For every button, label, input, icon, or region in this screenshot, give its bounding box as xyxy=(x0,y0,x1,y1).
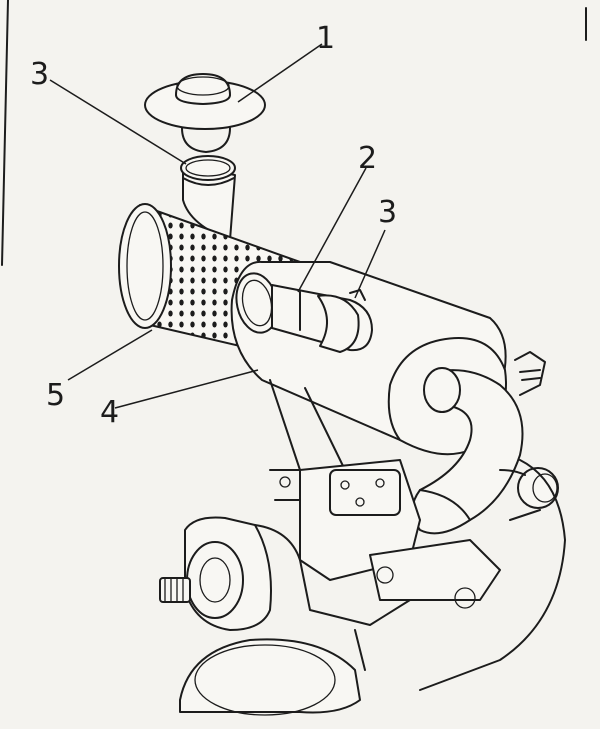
leader-4 xyxy=(114,369,259,409)
leader-3a xyxy=(49,79,187,165)
callout-1: 1 xyxy=(316,21,335,56)
pto-housing xyxy=(159,516,301,631)
filter-housing xyxy=(230,260,507,471)
callout-4: 4 xyxy=(100,395,119,430)
leader-2 xyxy=(297,167,367,293)
callout-5: 5 xyxy=(46,378,65,413)
rain-cap xyxy=(144,73,266,153)
engine-block xyxy=(269,459,566,691)
callout-3-cap-clamp: 3 xyxy=(30,57,49,92)
page-frame xyxy=(1,0,587,266)
leader-lines xyxy=(49,43,386,409)
turbocharger xyxy=(499,351,559,521)
leader-3b xyxy=(354,229,386,299)
flywheel xyxy=(179,629,366,716)
outlet-elbow-hose xyxy=(411,367,524,535)
callout-3-pipe-clamp: 3 xyxy=(378,195,397,230)
leader-1 xyxy=(237,43,323,103)
inlet-tube xyxy=(180,155,236,241)
leader-5 xyxy=(67,329,153,381)
callout-2: 2 xyxy=(358,141,377,176)
callouts: 1 2 3 3 4 5 xyxy=(30,21,397,430)
